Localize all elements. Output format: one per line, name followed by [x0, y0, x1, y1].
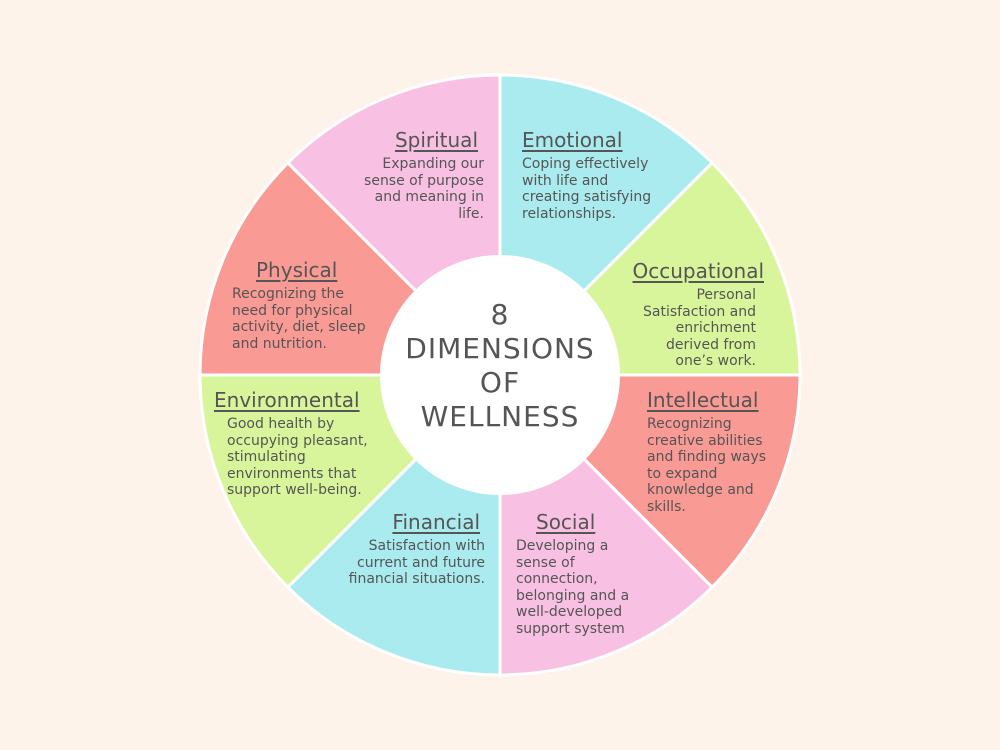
segment-emotional: Emotional Coping effectively with life a…: [522, 128, 662, 222]
segment-title: Social: [536, 510, 596, 534]
segment-title: Intellectual: [647, 388, 759, 412]
center-title-line: DIMENSIONS: [405, 332, 595, 365]
segment-title: Spiritual: [394, 128, 478, 152]
segment-description: Personal Satisfaction and enrichment der…: [643, 287, 756, 369]
segment-title: Financial: [392, 510, 480, 534]
segment-description: Coping effectively with life and creatin…: [522, 156, 652, 222]
center-title: 8 DIMENSIONS OF WELLNESS: [380, 298, 620, 434]
segment-social: Social Developing a sense of connection,…: [516, 510, 651, 637]
segment-intellectual: Intellectual Recognizing creative abilit…: [647, 388, 782, 515]
segment-spiritual: Spiritual Expanding our sense of purpose…: [354, 128, 484, 222]
center-title-line: OF: [479, 366, 521, 399]
segment-physical: Physical Recognizing the need for physic…: [232, 258, 382, 352]
segment-description: Good health by occupying pleasant, stimu…: [227, 416, 368, 498]
segment-description: Developing a sense of connection, belong…: [516, 538, 630, 637]
center-circle: [380, 255, 620, 495]
segment-title: Environmental: [214, 388, 360, 412]
segment-description: Recognizing creative abilities and findi…: [647, 416, 767, 515]
segment-title: Occupational: [632, 259, 764, 283]
segment-description: Recognizing the need for physical activi…: [232, 286, 366, 352]
segment-title: Physical: [256, 258, 338, 282]
segment-financial: Financial Satisfaction with current and …: [345, 510, 485, 588]
segment-environmental: Environmental Good health by occupying p…: [214, 388, 379, 499]
center-title-line: WELLNESS: [420, 400, 580, 433]
segment-description: Expanding our sense of purpose and meani…: [364, 156, 484, 222]
segment-description: Satisfaction with current and future fin…: [348, 538, 485, 587]
segment-occupational: Occupational Personal Satisfaction and e…: [610, 259, 764, 370]
segment-title: Emotional: [522, 128, 623, 152]
center-title-line: 8: [490, 298, 510, 331]
